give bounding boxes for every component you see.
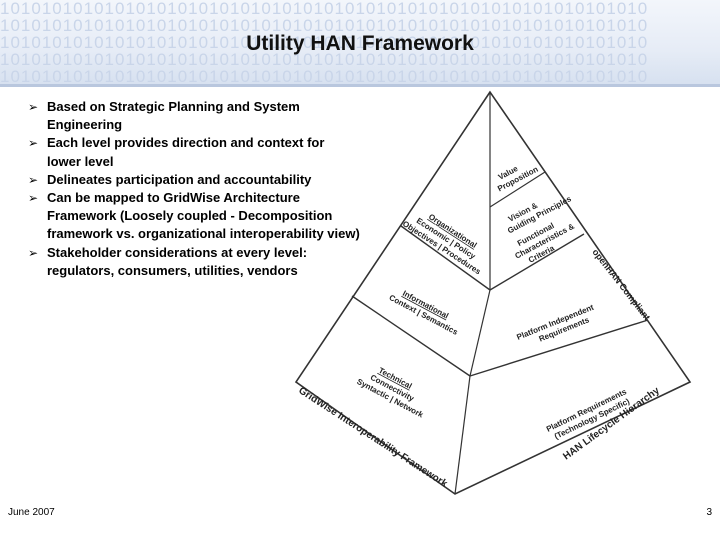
label-technical: Technical Connectivity Syntactic | Netwo…: [355, 359, 434, 420]
header-pattern-row: 1010101010101010101010101010101010101010…: [0, 17, 649, 34]
label-organizational: Organizational Economic | Policy Objecti…: [401, 202, 494, 276]
pyramid-divider-line: [400, 225, 491, 291]
label-informational: Informational Context | Semantics: [388, 284, 465, 337]
header-pattern-row: 1010101010101010101010101010101010101010…: [0, 68, 649, 85]
bullet-item: ➢ Each level provides direction and cont…: [28, 134, 360, 170]
pyramid-divider-line: [351, 295, 471, 377]
label-openhan-compliant: openHAN Compliant: [590, 247, 652, 322]
arrow-bullet-icon: ➢: [28, 245, 39, 260]
han-framework-pyramid-diagram: Value Proposition Vision & Guiding Princ…: [294, 90, 692, 495]
bullet-text: Each level provides direction and contex…: [47, 135, 325, 169]
pyramid-divider-line: [469, 319, 649, 377]
slide-header-banner: 1010101010101010101010101010101010101010…: [0, 0, 720, 87]
header-pattern-row: 1010101010101010101010101010101010101010…: [0, 51, 649, 68]
bullet-text: Based on Strategic Planning and System E…: [47, 99, 300, 133]
bullet-text: Can be mapped to GridWise Architecture F…: [47, 190, 360, 242]
header-pattern-row: 1010101010101010101010101010101010101010…: [0, 0, 649, 17]
bullet-text: Delineates participation and accountabil…: [47, 171, 312, 187]
bullet-text: Stakeholder considerations at every leve…: [47, 244, 308, 278]
label-value-proposition: Value Proposition: [491, 156, 539, 194]
arrow-bullet-icon: ➢: [28, 136, 39, 151]
bullet-item: ➢ Delineates participation and accountab…: [28, 171, 360, 189]
arrow-bullet-icon: ➢: [28, 191, 39, 206]
pyramid-divider-line: [489, 233, 585, 291]
slide-title: Utility HAN Framework: [246, 32, 474, 55]
bullet-list: ➢ Based on Strategic Planning and System…: [28, 98, 360, 280]
bullet-item: ➢ Based on Strategic Planning and System…: [28, 98, 360, 134]
bullet-item: ➢ Can be mapped to GridWise Architecture…: [28, 189, 360, 244]
footer-date: June 2007: [8, 507, 55, 518]
pyramid-center-line: [454, 375, 471, 495]
pyramid-center-line: [469, 289, 491, 377]
arrow-bullet-icon: ➢: [28, 100, 39, 114]
arrow-bullet-icon: ➢: [28, 172, 39, 187]
label-gridwise-interoperability-framework: GridWise Interoperability Framework: [296, 385, 449, 490]
label-platform-independent-requirements: Platform Independent Requirements: [515, 302, 600, 351]
header-pattern-row: 1010101010101010101010101010101010101010…: [0, 34, 649, 51]
pyramid-divider-line: [489, 171, 546, 208]
bullet-item: ➢ Stakeholder considerations at every le…: [28, 244, 360, 280]
page-number: 3: [706, 507, 712, 518]
